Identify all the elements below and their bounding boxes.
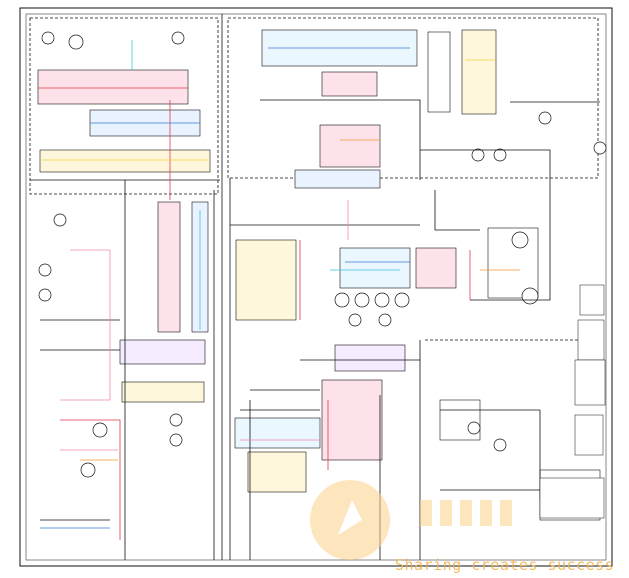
wires-cyan <box>131 40 400 330</box>
wires-red <box>38 87 471 540</box>
section-boundaries <box>29 14 600 560</box>
wires-orange <box>80 139 520 461</box>
left-control-module <box>37 69 211 173</box>
central-harness <box>119 201 209 403</box>
top-right-modules <box>261 29 497 189</box>
middle-controllers <box>234 227 601 521</box>
wires-blue <box>40 47 410 529</box>
wires-pink <box>60 200 349 451</box>
wires-black <box>30 99 600 560</box>
watermark-slogan: Sharing creates success <box>395 556 615 574</box>
legend-tables <box>539 284 606 519</box>
drawing-frame <box>19 7 613 567</box>
wires-yellow <box>42 59 495 161</box>
component-symbols <box>38 31 607 478</box>
watermark-logo <box>310 480 512 560</box>
